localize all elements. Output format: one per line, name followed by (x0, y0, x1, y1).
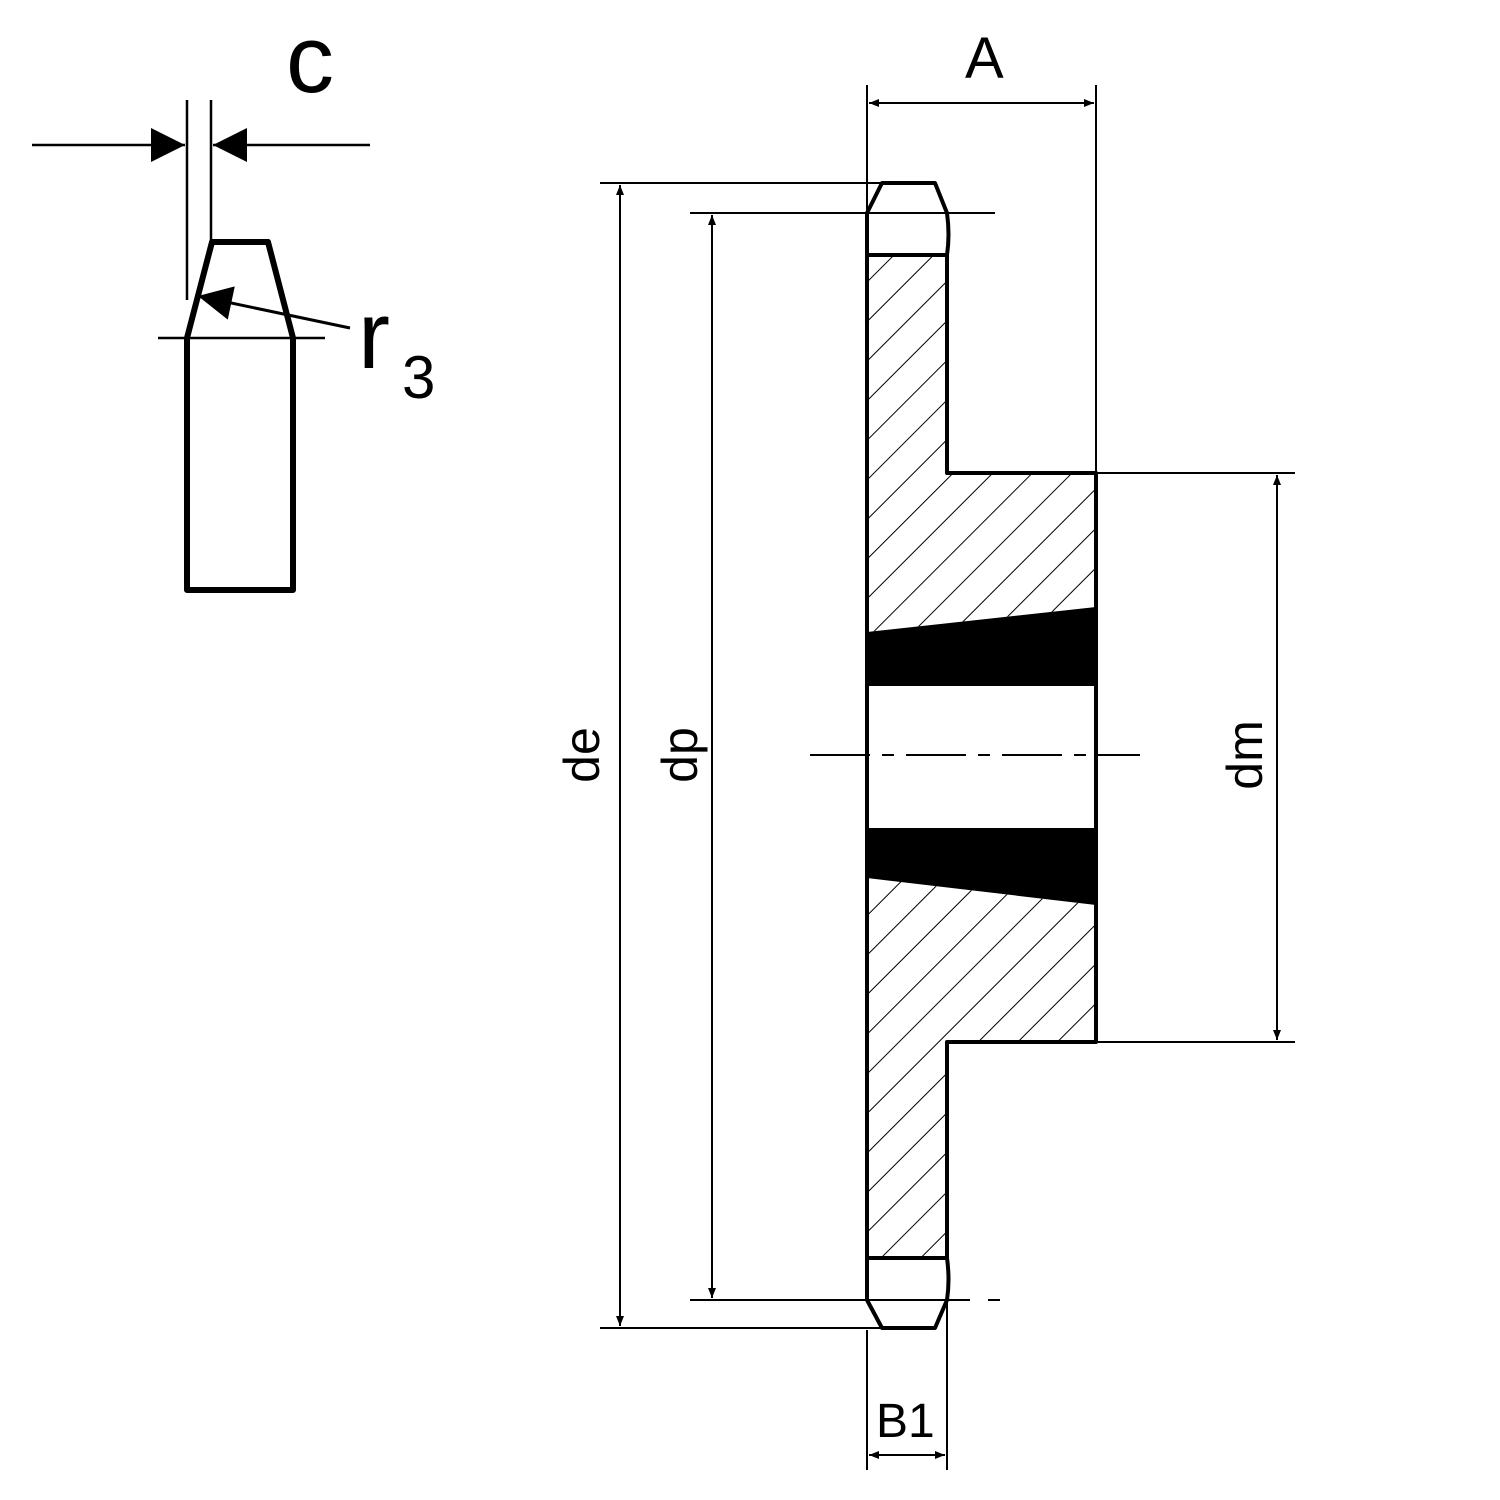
label-dm: dm (1217, 720, 1273, 790)
label-A: A (965, 26, 1004, 91)
label-r: r (358, 282, 390, 389)
label-B1: B1 (876, 1395, 935, 1448)
label-c: c (286, 6, 334, 113)
bushing-lower (867, 828, 1096, 905)
label-r-subscript: 3 (402, 344, 436, 411)
bushing-upper (867, 607, 1096, 686)
label-de: de (554, 727, 610, 783)
label-dp: dp (652, 727, 708, 783)
dimension-lines (600, 85, 1295, 1470)
sprocket-section (810, 181, 1140, 1330)
tooth-detail (32, 100, 370, 593)
